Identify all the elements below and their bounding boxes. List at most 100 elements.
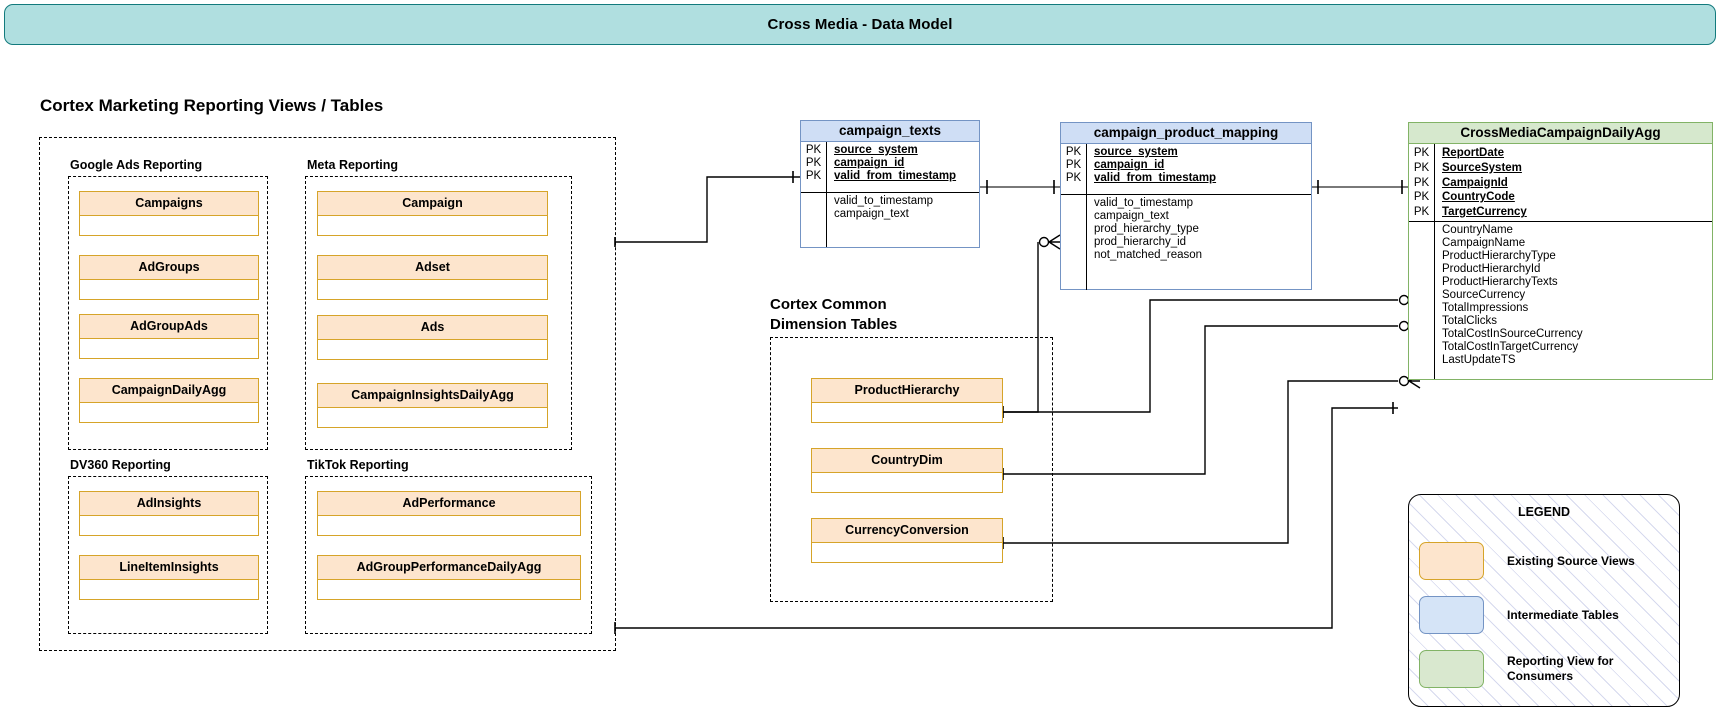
entity-field: CampaignId bbox=[1442, 176, 1508, 189]
entity-field: TotalImpressions bbox=[1442, 302, 1529, 314]
entity-key-fields: source_system campaign_id valid_from_tim… bbox=[1087, 144, 1311, 194]
legend-item-source-views: Existing Source Views bbox=[1419, 542, 1635, 580]
entity-key-column-empty bbox=[801, 193, 827, 247]
key-marker: PK bbox=[1413, 191, 1430, 204]
entity-key-column: PK PK PK bbox=[1061, 144, 1087, 194]
entity-field: source_system bbox=[834, 144, 918, 156]
source-table-body bbox=[318, 340, 547, 361]
source-table-adperformance[interactable]: AdPerformance bbox=[317, 491, 581, 536]
key-marker: PK bbox=[1413, 176, 1430, 189]
group-label-tiktok: TikTok Reporting bbox=[307, 458, 409, 472]
source-table-title: Campaigns bbox=[80, 192, 258, 216]
entity-key-section: PK PK PK source_system campaign_id valid… bbox=[801, 142, 979, 192]
entity-field: TotalCostInSourceCurrency bbox=[1442, 328, 1583, 340]
source-table-body bbox=[80, 216, 258, 237]
entity-title: campaign_texts bbox=[801, 121, 979, 142]
entity-field: TotalCostInTargetCurrency bbox=[1442, 341, 1579, 353]
entity-attr-fields: valid_to_timestamp campaign_text bbox=[827, 193, 979, 247]
legend-swatch-orange bbox=[1419, 542, 1484, 580]
source-table-title: AdGroupPerformanceDailyAgg bbox=[318, 556, 580, 580]
entity-key-column: PK PK PK bbox=[801, 142, 827, 192]
entity-attr-fields: CountryName CampaignName ProductHierarch… bbox=[1435, 222, 1712, 379]
legend-label: Existing Source Views bbox=[1507, 553, 1635, 568]
dimension-table-body bbox=[812, 543, 1002, 564]
entity-field: valid_from_timestamp bbox=[834, 170, 957, 182]
source-table-title: CampaignDailyAgg bbox=[80, 379, 258, 403]
entity-title: campaign_product_mapping bbox=[1061, 123, 1311, 144]
source-table-campaigninsightsdailyagg[interactable]: CampaignInsightsDailyAgg bbox=[317, 383, 548, 428]
source-table-title: Adset bbox=[318, 256, 547, 280]
source-table-body bbox=[80, 339, 258, 360]
cortex-reporting-container bbox=[39, 137, 616, 651]
source-table-body bbox=[318, 580, 580, 601]
entity-campaign-product-mapping[interactable]: campaign_product_mapping PK PK PK source… bbox=[1060, 122, 1312, 290]
entity-field: prod_hierarchy_id bbox=[1094, 236, 1187, 248]
source-table-campaigndailyagg[interactable]: CampaignDailyAgg bbox=[79, 378, 259, 423]
key-marker: PK bbox=[1065, 159, 1082, 171]
source-table-adgroups[interactable]: AdGroups bbox=[79, 255, 259, 300]
dimension-table-body bbox=[812, 473, 1002, 494]
source-table-title: Campaign bbox=[318, 192, 547, 216]
entity-field: ProductHierarchyId bbox=[1442, 263, 1541, 275]
source-table-title: AdInsights bbox=[80, 492, 258, 516]
source-table-body bbox=[318, 216, 547, 237]
legend-swatch-green bbox=[1419, 650, 1484, 688]
source-table-adgroupads[interactable]: AdGroupAds bbox=[79, 314, 259, 359]
source-table-adinsights[interactable]: AdInsights bbox=[79, 491, 259, 536]
entity-attr-fields: valid_to_timestamp campaign_text prod_hi… bbox=[1087, 195, 1311, 290]
entity-field: ProductHierarchyTexts bbox=[1442, 276, 1558, 288]
entity-cross-media-campaign-daily-agg[interactable]: CrossMediaCampaignDailyAgg PK PK PK PK P… bbox=[1408, 122, 1713, 380]
entity-field: source_system bbox=[1094, 146, 1178, 158]
source-table-campaigns[interactable]: Campaigns bbox=[79, 191, 259, 236]
entity-key-section: PK PK PK PK PK ReportDate SourceSystem C… bbox=[1409, 144, 1712, 221]
dimension-table-producthierarchy[interactable]: ProductHierarchy bbox=[811, 378, 1003, 423]
group-label-google-ads: Google Ads Reporting bbox=[70, 158, 203, 172]
source-table-body bbox=[80, 403, 258, 424]
source-table-adgroupperformancedailyagg[interactable]: AdGroupPerformanceDailyAgg bbox=[317, 555, 581, 600]
source-table-body bbox=[318, 280, 547, 301]
source-table-body bbox=[318, 408, 547, 429]
legend-title: LEGEND bbox=[1517, 505, 1571, 519]
key-marker: PK bbox=[1413, 161, 1430, 174]
key-marker: PK bbox=[1065, 172, 1082, 184]
key-marker: PK bbox=[805, 144, 822, 156]
source-table-body bbox=[318, 516, 580, 537]
entity-field: TotalClicks bbox=[1442, 315, 1497, 327]
dimension-table-title: ProductHierarchy bbox=[812, 379, 1002, 403]
group-box-dv360 bbox=[68, 476, 268, 634]
source-table-lineiteminsights[interactable]: LineItemInsights bbox=[79, 555, 259, 600]
dimension-table-currencyconversion[interactable]: CurrencyConversion bbox=[811, 518, 1003, 563]
entity-campaign-texts[interactable]: campaign_texts PK PK PK source_system ca… bbox=[800, 120, 980, 248]
entity-field: campaign_text bbox=[1094, 210, 1169, 222]
entity-field: campaign_id bbox=[1094, 159, 1165, 171]
entity-key-fields: ReportDate SourceSystem CampaignId Count… bbox=[1435, 144, 1712, 221]
source-table-title: AdPerformance bbox=[318, 492, 580, 516]
source-table-title: AdGroupAds bbox=[80, 315, 258, 339]
page-title: Cross Media - Data Model bbox=[767, 16, 953, 33]
entity-field: valid_from_timestamp bbox=[1094, 172, 1217, 184]
legend-label: Intermediate Tables bbox=[1507, 607, 1619, 622]
entity-field: CountryCode bbox=[1442, 191, 1515, 204]
source-table-body bbox=[80, 516, 258, 537]
group-label-dv360: DV360 Reporting bbox=[70, 458, 171, 472]
dimension-table-countrydim[interactable]: CountryDim bbox=[811, 448, 1003, 493]
entity-field: LastUpdateTS bbox=[1442, 354, 1516, 366]
dimension-table-body bbox=[812, 403, 1002, 424]
group-box-tiktok bbox=[305, 476, 592, 634]
common-dimension-container bbox=[770, 337, 1053, 602]
entity-field: campaign_id bbox=[834, 157, 905, 169]
source-table-title: Ads bbox=[318, 316, 547, 340]
group-box-meta bbox=[305, 176, 572, 450]
source-table-title: AdGroups bbox=[80, 256, 258, 280]
entity-field: SourceCurrency bbox=[1442, 289, 1526, 301]
source-table-ads[interactable]: Ads bbox=[317, 315, 548, 360]
entity-key-column-empty bbox=[1061, 195, 1087, 290]
entity-field: ReportDate bbox=[1442, 147, 1504, 159]
key-marker: PK bbox=[1413, 206, 1430, 219]
legend-item-reporting-view: Reporting View for Consumers bbox=[1419, 650, 1613, 688]
entity-field: campaign_text bbox=[834, 208, 909, 220]
source-table-adset[interactable]: Adset bbox=[317, 255, 548, 300]
source-table-campaign[interactable]: Campaign bbox=[317, 191, 548, 236]
entity-key-fields: source_system campaign_id valid_from_tim… bbox=[827, 142, 979, 192]
